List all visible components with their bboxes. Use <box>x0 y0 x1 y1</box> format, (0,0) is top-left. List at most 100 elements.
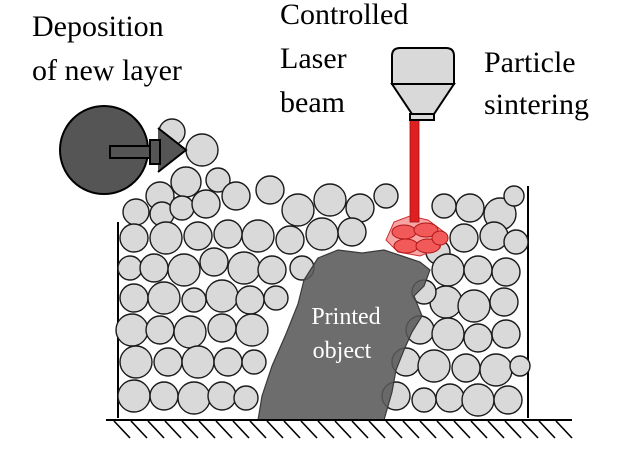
laser-label-line1: Controlled <box>280 0 408 31</box>
printed-object-label-line1: Printed <box>311 304 380 330</box>
powder-particle <box>149 221 183 255</box>
powder-particle <box>463 255 493 285</box>
ground-hatch <box>317 420 335 439</box>
powder-particle <box>241 219 275 253</box>
ground-hatch <box>436 420 454 439</box>
powder-particle <box>147 281 181 315</box>
powder-particle <box>263 285 289 311</box>
powder-particle <box>207 381 237 411</box>
powder-particle <box>255 175 285 205</box>
powder-particle <box>431 253 465 287</box>
ground-hatch <box>300 420 318 439</box>
powder-particle <box>183 221 213 251</box>
powder-particle <box>117 255 143 281</box>
powder-particle <box>431 193 457 219</box>
powder-particle <box>205 279 239 313</box>
powder-particle <box>213 219 243 249</box>
powder-particle <box>463 323 493 353</box>
roller-icon <box>59 105 188 195</box>
ground-hatch <box>130 420 148 439</box>
sintered-particle <box>431 230 449 246</box>
printed-object-label-line2: object <box>313 338 372 364</box>
powder-particle <box>173 315 207 349</box>
powder-particle <box>145 315 175 345</box>
ground-hatch <box>453 420 471 439</box>
powder-particle <box>509 355 531 377</box>
ground-hatch <box>232 420 250 439</box>
powder-particle <box>503 229 529 255</box>
powder-particle <box>122 198 150 226</box>
powder-particle <box>461 383 495 417</box>
ground-hatch <box>147 420 165 439</box>
ground-hatch <box>419 420 437 439</box>
ground-hatch <box>351 420 369 439</box>
powder-particle <box>181 345 215 379</box>
powder-particle <box>479 221 509 251</box>
powder-particle <box>457 289 491 323</box>
ground-hatch <box>470 420 488 439</box>
ground-hatch <box>215 420 233 439</box>
powder-particle <box>207 313 237 343</box>
sintering-label-line1: Particle <box>484 46 576 79</box>
ground-hatch <box>368 420 386 439</box>
powder-particle <box>275 225 305 255</box>
build-platform <box>106 419 573 439</box>
powder-particle <box>493 385 523 415</box>
powder-particle <box>119 223 149 253</box>
ground-hatch <box>249 420 267 439</box>
powder-particle <box>115 313 149 347</box>
ground-hatch <box>538 420 556 439</box>
ground-hatch <box>487 420 505 439</box>
deposition-label-line2: of new layer <box>32 54 182 87</box>
laser-nozzle-icon <box>390 47 456 121</box>
powder-particle <box>435 383 465 413</box>
ground-hatch <box>555 420 573 439</box>
powder-particle <box>235 285 265 315</box>
powder-particle <box>313 183 347 217</box>
powder-particle <box>119 345 153 379</box>
powder-particle <box>411 387 437 413</box>
powder-particle <box>221 181 251 211</box>
powder-particle <box>170 166 202 198</box>
powder-particle <box>373 183 399 209</box>
ground-hatch <box>402 420 420 439</box>
powder-particle <box>257 255 287 285</box>
printed-object <box>257 249 431 421</box>
powder-particle <box>337 217 367 247</box>
sintering-label-line2: sintering <box>484 88 589 121</box>
ground-hatch <box>385 420 403 439</box>
laser-beam <box>409 117 420 223</box>
powder-particle <box>479 353 513 387</box>
powder-particle <box>167 253 201 287</box>
powder-particle <box>205 167 231 193</box>
powder-particle <box>241 349 267 375</box>
powder-particle <box>177 381 211 415</box>
powder-particle <box>181 287 207 313</box>
ground-hatch <box>164 420 182 439</box>
powder-particle <box>169 195 195 221</box>
powder-particle <box>503 185 525 207</box>
powder-particle <box>149 381 179 411</box>
sintered-particle <box>393 238 419 254</box>
powder-particle <box>117 379 151 413</box>
powder-particle <box>153 347 183 377</box>
sintered-particles <box>385 215 449 257</box>
ground-hatch <box>334 420 352 439</box>
laser-label-line3: beam <box>280 86 345 119</box>
powder-particle <box>227 251 261 285</box>
ground-hatch <box>521 420 539 439</box>
powder-particle <box>305 217 339 251</box>
ground-hatch <box>504 420 522 439</box>
powder-particle <box>213 347 243 377</box>
powder-particle <box>281 193 315 227</box>
powder-particle <box>431 317 465 351</box>
powder-particle <box>417 349 451 383</box>
deposition-label-line1: Deposition <box>32 10 164 43</box>
powder-particle <box>491 319 521 349</box>
sintered-particle <box>391 224 417 240</box>
ground-hatch <box>181 420 199 439</box>
ground-hatch <box>198 420 216 439</box>
powder-particle <box>455 193 485 223</box>
powder-particle <box>191 189 221 219</box>
ground-hatch <box>283 420 301 439</box>
